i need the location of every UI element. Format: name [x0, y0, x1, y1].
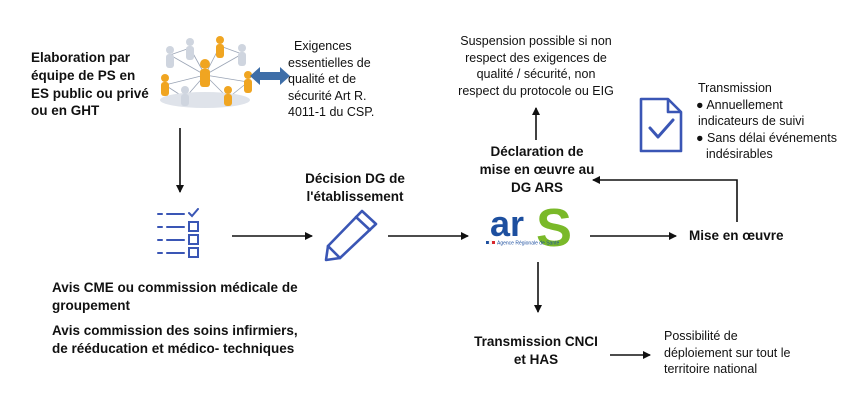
double-arrow-icon — [250, 66, 290, 86]
declaration-text: Déclaration de mise en œuvre au DG ARS — [479, 144, 595, 195]
suspension-text: Suspension possible si non respect des e… — [458, 34, 614, 98]
exigences-text: Exigences essentielles de qualité et de … — [288, 39, 375, 119]
pen-icon — [322, 206, 382, 264]
transmission-item-annuel: ● Annuellement — [696, 97, 783, 112]
checklist-icon — [156, 208, 202, 258]
cnci-text: Transmission CNCI et HAS — [474, 334, 598, 367]
ars-tagline: Agence Régionale de Santé — [497, 241, 559, 247]
avis-commission-text: Avis commission des soins infirmiers, de… — [52, 323, 298, 356]
elaboration-text: Elaboration par équipe de PS en ES publi… — [31, 50, 149, 119]
ars-logo: ar S Agence Régionale de Santé — [478, 198, 590, 260]
ars-wordmark-ar: ar — [490, 203, 524, 244]
document-check-icon — [638, 96, 684, 154]
mise-en-oeuvre-text: Mise en œuvre — [689, 228, 784, 243]
transmission-title: Transmission — [698, 81, 772, 95]
avis-cme-text: Avis CME ou commission médicale de group… — [52, 280, 298, 313]
decision-text: Décision DG de l'établissement — [305, 171, 405, 204]
possibilite-text: Possibilité de déploiement sur tout le t… — [664, 329, 791, 376]
transmission-item-sans-delai: ● Sans délai événements — [696, 130, 837, 145]
ars-wordmark-s: S — [536, 200, 572, 258]
arrow-mise-to-declaration — [592, 176, 738, 222]
transmission-block: Transmission ● Annuellement indicateurs … — [696, 81, 837, 161]
people-network-icon — [150, 30, 260, 112]
